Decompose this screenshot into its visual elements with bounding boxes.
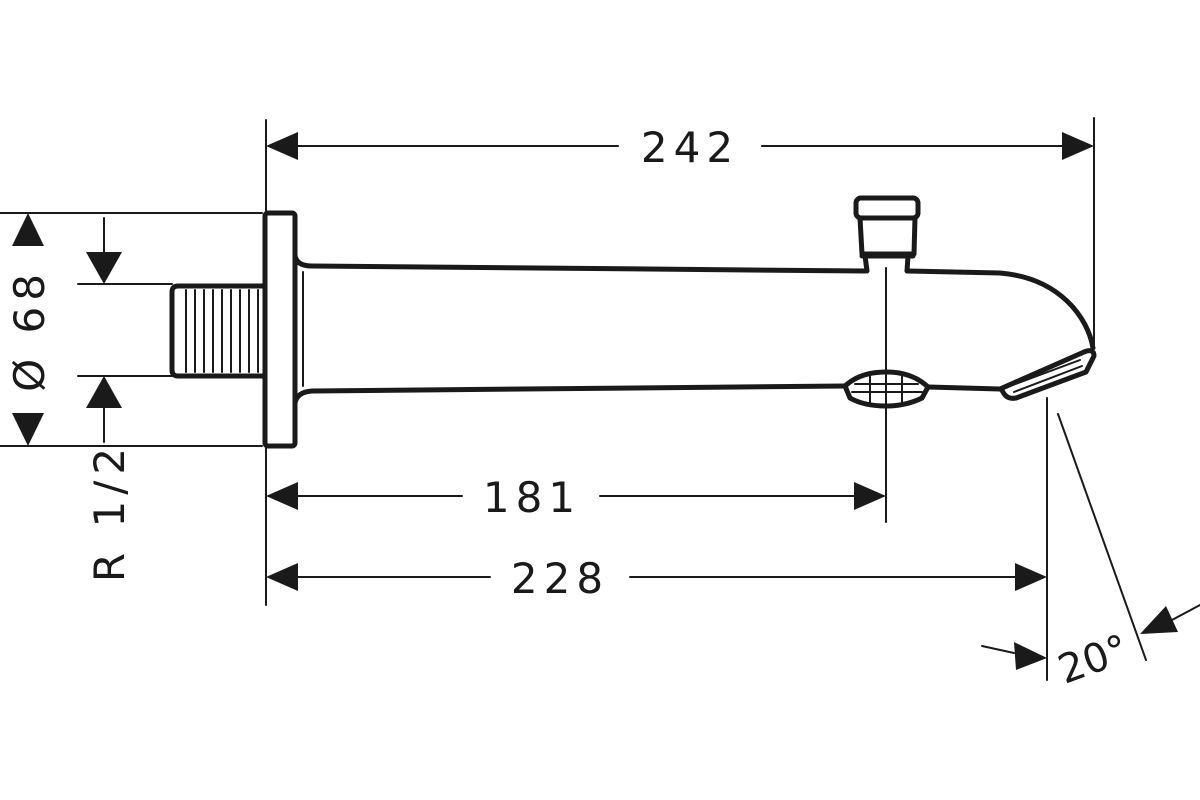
wall-flange — [262, 210, 298, 449]
extension-lines — [0, 117, 1147, 681]
dim-flange-diameter: Ø 68 — [5, 268, 54, 392]
dim-thread-size: R 1/2 — [85, 442, 134, 582]
dimension-diameter-68: Ø 68 — [5, 213, 54, 446]
dim-to-diverter: 181 — [483, 473, 581, 522]
dim-outlet-angle: 20° — [1052, 626, 1134, 693]
dimension-242: 242 — [266, 123, 1094, 172]
spout-body — [169, 195, 1097, 449]
outlet-nozzle — [997, 348, 1097, 401]
dim-overall-length: 242 — [641, 123, 739, 172]
dimension-angle-20: 20° — [981, 604, 1200, 694]
dimension-thread: R 1/2 — [85, 217, 134, 582]
diverter-knob — [853, 195, 921, 274]
dimension-181: 181 — [266, 473, 886, 522]
spout-tube — [292, 252, 1096, 351]
threaded-connector — [169, 283, 268, 379]
dim-to-outlet: 228 — [511, 554, 609, 603]
dimension-228: 228 — [266, 554, 1047, 603]
